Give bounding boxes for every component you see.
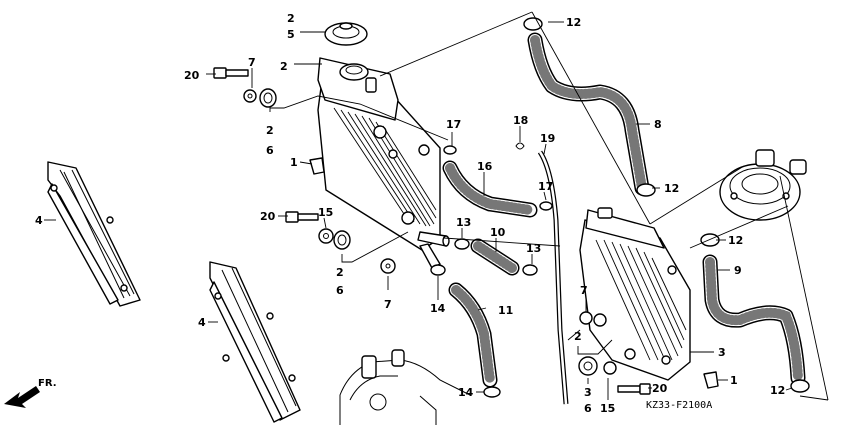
hose-9	[702, 254, 806, 386]
label-clamp-12d: 12	[770, 384, 785, 397]
bolt-20-upper	[213, 67, 249, 79]
label-tube-19: 19	[540, 132, 555, 145]
bolt-20-lower	[617, 383, 651, 395]
label-cap-2: 2	[287, 12, 295, 25]
bolt-20-middle	[285, 211, 319, 223]
label-clamp-12a: 12	[566, 16, 581, 29]
grommet-2-upper	[259, 88, 277, 108]
label-washer-7c: 7	[580, 284, 588, 297]
clip-1-left	[309, 157, 325, 175]
engine-crankcase	[339, 349, 471, 425]
washer-7-right	[579, 311, 593, 325]
label-clamp-14a: 14	[430, 302, 446, 315]
label-clamp-12c: 12	[728, 234, 743, 247]
label-bolt-20b: 20	[260, 210, 276, 223]
hose-clamps	[430, 17, 810, 398]
label-clip-1a: 1	[290, 156, 298, 169]
label-hose-10: 10	[490, 226, 506, 239]
label-clamp-17a: 17	[446, 118, 461, 131]
label-clamp-13b: 13	[526, 242, 541, 255]
label-hose-8: 8	[654, 118, 662, 131]
label-clamp-14b: 14	[458, 386, 474, 399]
leader-lines	[44, 11, 829, 401]
hose-16	[442, 160, 538, 218]
label-bolt-20c: 20	[652, 382, 668, 395]
right-radiator	[579, 207, 691, 381]
label-grommet-3c: 3	[584, 386, 592, 399]
label-radiator-3: 3	[718, 346, 726, 359]
label-grommet-2b: 2	[336, 266, 344, 279]
grommet-2-middle	[333, 230, 351, 250]
label-clamp-13a: 13	[456, 216, 471, 229]
label-clamp-17b: 17	[538, 180, 553, 193]
hose-10	[470, 238, 520, 276]
label-hose-11: 11	[498, 304, 513, 317]
washer-7-upper	[243, 89, 257, 103]
washer-7-middle	[380, 258, 396, 274]
radiator-guard-upper	[47, 161, 141, 307]
label-guard-4a: 4	[35, 214, 43, 227]
left-radiator	[317, 57, 450, 269]
clip-18	[515, 142, 525, 150]
label-washer-15a: 15	[318, 206, 333, 219]
washer-15-right	[603, 361, 617, 375]
clip-1-right	[703, 371, 719, 389]
label-grommet-2c: 2	[574, 330, 582, 343]
radiator-guard-lower	[209, 261, 301, 423]
label-clamp-12b: 12	[664, 182, 679, 195]
front-direction-arrow: FR.	[4, 378, 57, 408]
label-washer-15b: 15	[600, 402, 615, 415]
diagram-code: KZ33-F2100A	[646, 400, 712, 411]
label-grommet-6a: 6	[266, 144, 274, 157]
label-guard-4b: 4	[198, 316, 206, 329]
label-cap-5: 5	[287, 28, 295, 41]
hose-8	[527, 32, 650, 196]
label-bolt-20a: 20	[184, 69, 200, 82]
radiator-cap	[324, 22, 368, 46]
label-grommet-6c: 6	[584, 402, 592, 415]
label-hose-9: 9	[734, 264, 742, 277]
grommet-right	[578, 356, 598, 376]
label-clip-1b: 1	[730, 374, 738, 387]
part-labels: 2 5 2 20 7 2 6 1 4 20 15 2 6 7 4 17 16 1…	[35, 12, 785, 415]
label-grommet-6b: 6	[336, 284, 344, 297]
label-hose-16: 16	[477, 160, 493, 173]
label-clip-18: 18	[513, 114, 528, 127]
label-upper-2: 2	[280, 60, 288, 73]
cylinder-head	[719, 149, 807, 221]
label-washer-7b: 7	[384, 298, 392, 311]
washer-15-left	[318, 228, 334, 244]
tube-19	[537, 150, 569, 405]
front-label: FR.	[38, 378, 57, 389]
hose-11	[448, 282, 498, 388]
label-washer-7a: 7	[248, 56, 256, 69]
label-grommet-2a: 2	[266, 124, 274, 137]
